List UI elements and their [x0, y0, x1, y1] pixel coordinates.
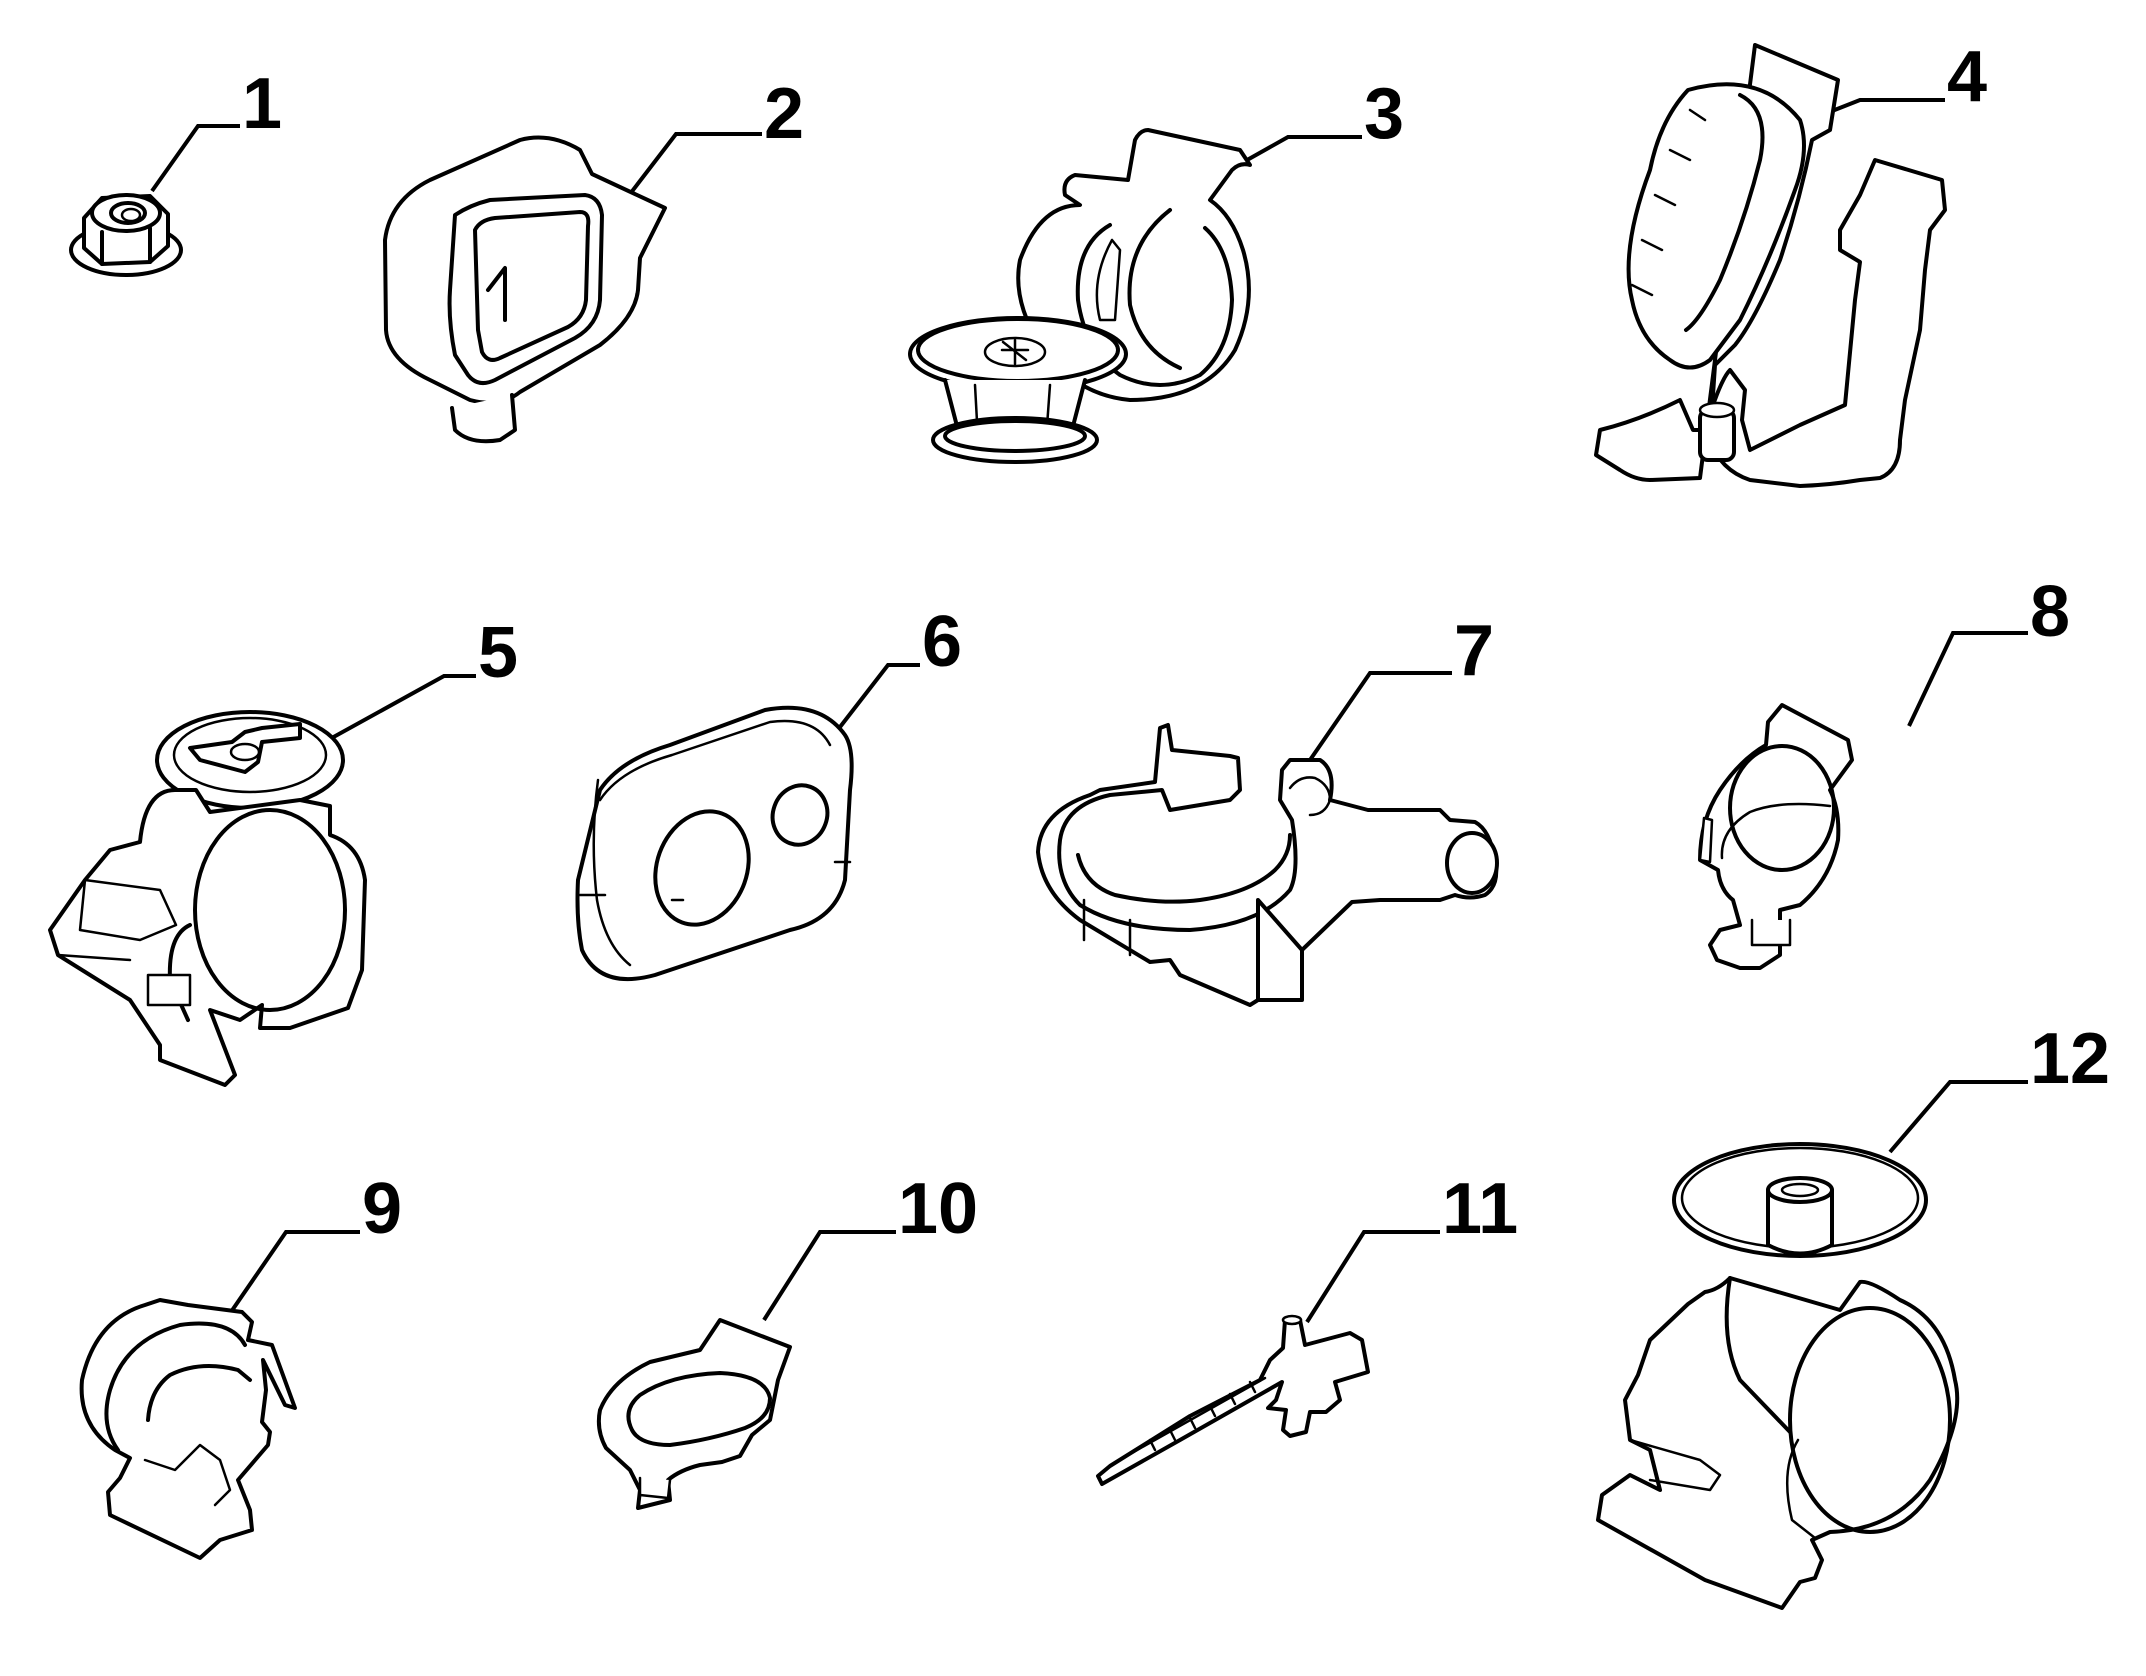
callout-8: 8	[1907, 572, 2070, 727]
callout-label-3: 3	[1364, 74, 1404, 154]
callout-4: 4	[1826, 37, 1987, 117]
flange-nut-icon	[71, 195, 181, 275]
callout-11: 11	[1305, 1169, 1518, 1324]
callout-12: 12	[1888, 1019, 2110, 1154]
pipe-clamp-with-twist-lock-icon	[50, 712, 365, 1085]
callout-10: 10	[762, 1169, 978, 1322]
callout-9: 9	[220, 1169, 402, 1327]
rectangular-grommet-icon	[385, 138, 665, 442]
callout-label-9: 9	[362, 1169, 402, 1249]
cable-tie-with-anchor-icon	[1098, 1316, 1368, 1484]
small-pipe-clip-icon	[1700, 705, 1852, 968]
callout-label-1: 1	[242, 64, 282, 144]
callout-label-11: 11	[1442, 1169, 1518, 1249]
callout-label-4: 4	[1947, 37, 1987, 117]
clamp-bracket-with-stud-icon	[1038, 725, 1497, 1005]
hose-clip-with-push-rivet-icon	[910, 130, 1250, 462]
double-pipe-clamp-icon	[1596, 45, 1945, 486]
callout-6: 6	[838, 602, 962, 729]
callout-5: 5	[309, 613, 518, 752]
callout-1: 1	[150, 64, 282, 193]
callout-label-7: 7	[1454, 611, 1494, 691]
callout-2: 2	[618, 74, 804, 209]
pipe-clamp-with-umbrella-seal-icon	[1598, 1144, 1957, 1608]
callout-label-10: 10	[898, 1169, 978, 1249]
callout-label-6: 6	[922, 602, 962, 682]
double-hole-grommet-icon	[578, 708, 852, 979]
oval-hose-clip-icon	[599, 1320, 790, 1508]
callout-label-8: 8	[2030, 572, 2070, 652]
spring-clip-icon	[82, 1300, 295, 1558]
callout-label-5: 5	[478, 613, 518, 693]
callout-3: 3	[1239, 74, 1404, 166]
callout-7: 7	[1308, 611, 1494, 762]
callout-label-12: 12	[2030, 1019, 2110, 1099]
callout-label-2: 2	[764, 74, 804, 154]
